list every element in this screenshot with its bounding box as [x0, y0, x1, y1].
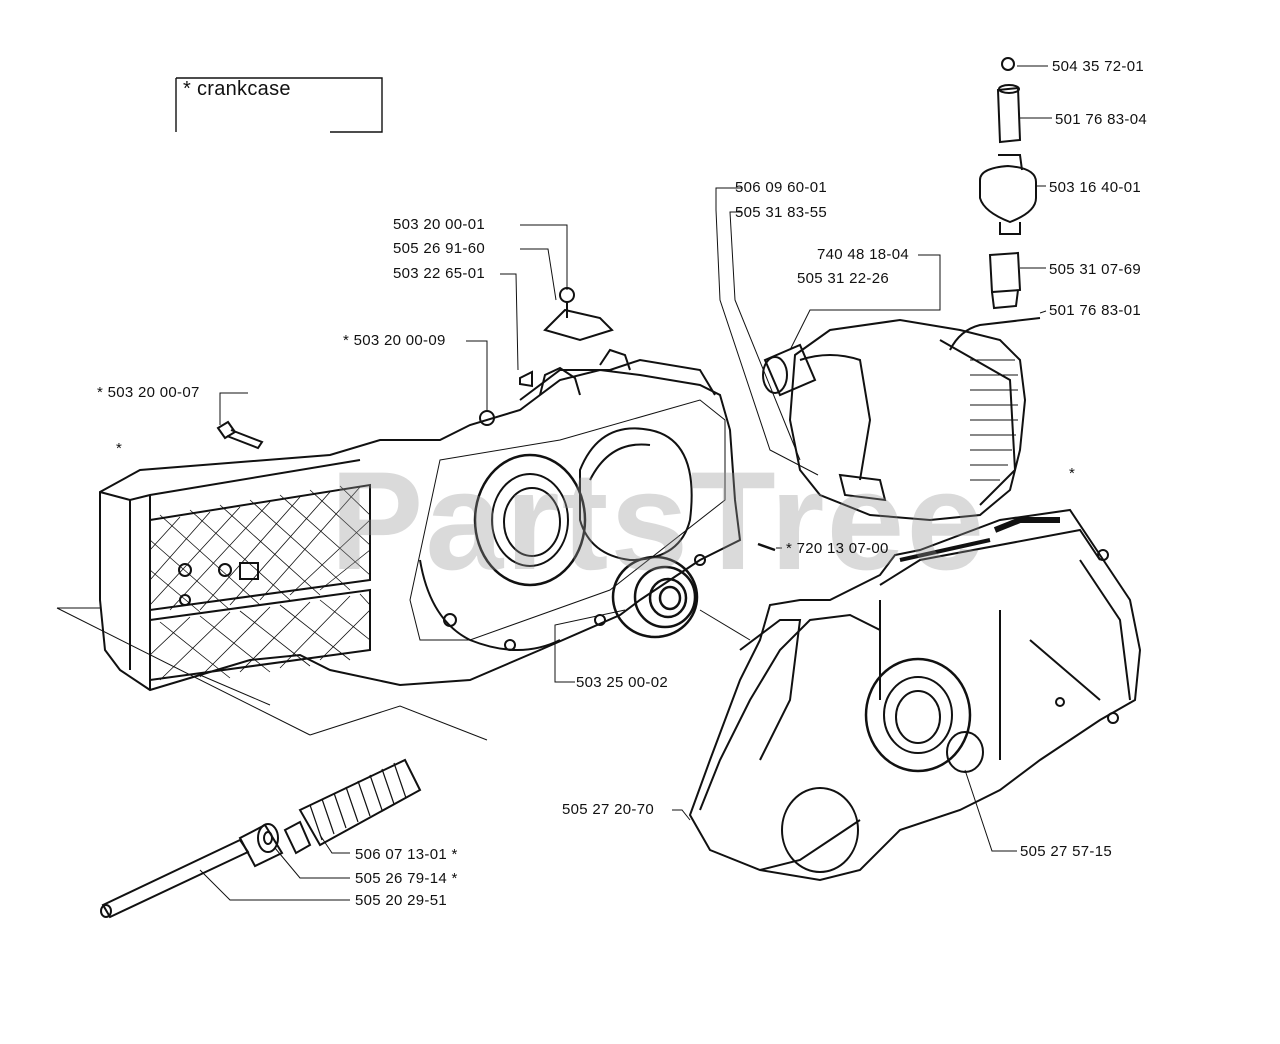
left-crankcase-half	[99, 348, 742, 692]
part-label-505-31-22-26: 505 31 22-26	[797, 270, 890, 287]
carburetor-stack	[979, 57, 1037, 310]
part-label-506-09-60-01: 506 09 60-01	[735, 179, 828, 196]
part-label-503-25-00-02: 503 25 00-02	[576, 674, 669, 691]
part-label-740-48-18-04: 740 48 18-04	[817, 246, 910, 263]
part-label-503-22-65-01: 503 22 65-01	[393, 265, 486, 282]
diagram-title: * crankcase	[183, 78, 291, 100]
cylinder	[762, 317, 1041, 522]
star-marker-left-half: *	[116, 440, 123, 457]
spring-assembly	[100, 758, 422, 919]
part-label-505-31-83-55: 505 31 83-55	[735, 204, 828, 221]
part-label-505-31-07-69: 505 31 07-69	[1049, 261, 1142, 278]
part-label-503-20-00-01: 503 20 00-01	[393, 216, 486, 233]
part-label-505-27-20-70: 505 27 20-70	[562, 801, 655, 818]
part-label-505-27-57-15: 505 27 57-15	[1020, 843, 1113, 860]
part-label-504-35-72-01: 504 35 72-01	[1052, 58, 1145, 75]
part-label-720-13-07-00: * 720 13 07-00	[786, 540, 889, 557]
bearing	[611, 555, 699, 639]
part-label-503-16-40-01: 503 16 40-01	[1049, 179, 1142, 196]
part-label-501-76-83-01: 501 76 83-01	[1049, 302, 1142, 319]
star-marker-right-half: *	[1069, 465, 1076, 482]
part-label-506-07-13-01: 506 07 13-01 *	[355, 846, 458, 863]
part-label-505-20-29-51: 505 20 29-51	[355, 892, 448, 909]
right-crankcase-half	[688, 508, 1142, 882]
title-box	[175, 77, 383, 133]
part-label-503-20-00-07: * 503 20 00-07	[97, 384, 200, 401]
watermark: PartsTree	[330, 442, 987, 599]
pin	[757, 542, 776, 552]
part-label-503-20-00-09: * 503 20 00-09	[343, 332, 446, 349]
part-label-505-26-91-60: 505 26 91-60	[393, 240, 486, 257]
part-label-501-76-83-04: 501 76 83-04	[1055, 111, 1148, 128]
bolt-left	[216, 420, 264, 450]
part-label-505-26-79-14: 505 26 79-14 *	[355, 870, 458, 887]
leader-lines	[56, 65, 1052, 901]
screw-top	[479, 287, 614, 426]
